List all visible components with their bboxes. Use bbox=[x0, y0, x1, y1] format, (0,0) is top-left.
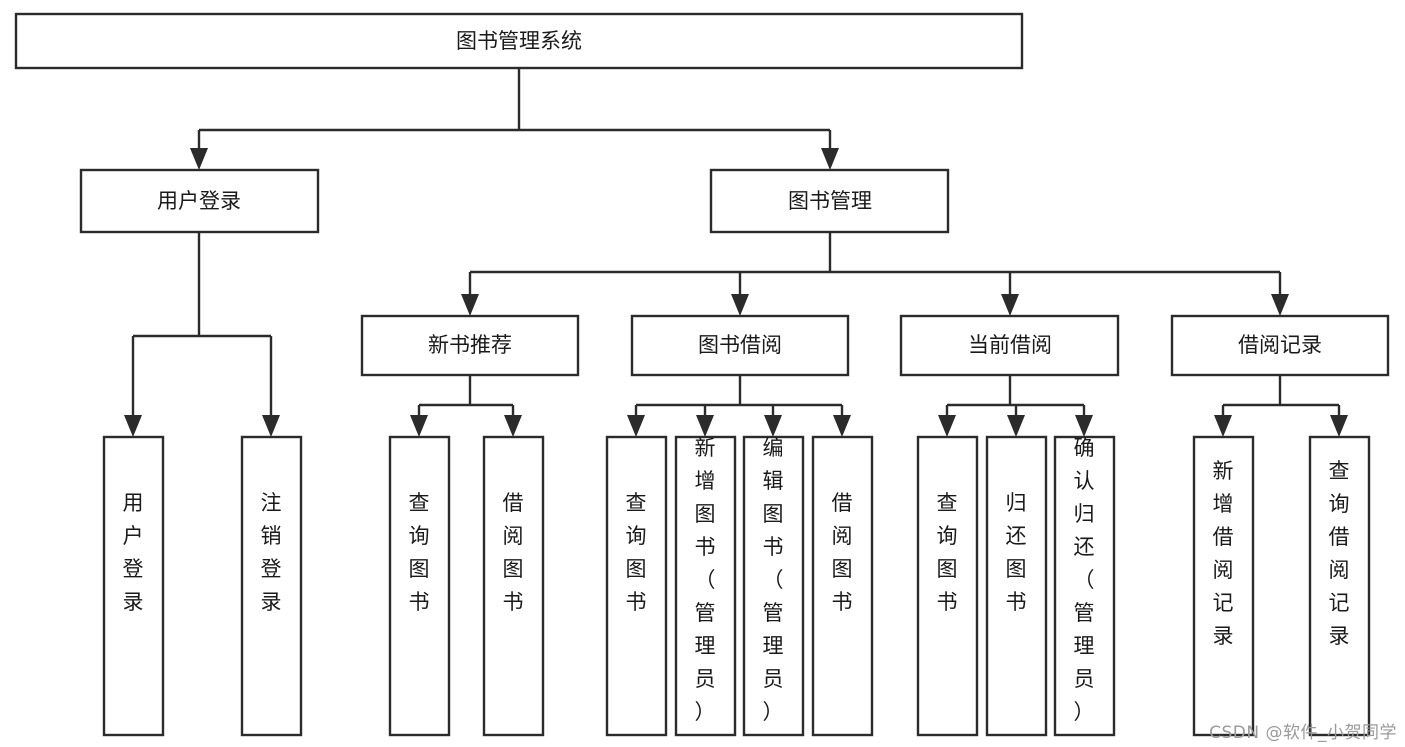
leaf-current-borrow-0-label: 查询图书 bbox=[937, 491, 958, 614]
leaf-borrow-book-3-label: 借阅图书 bbox=[832, 491, 853, 614]
leaf-current-borrow-2-box[interactable] bbox=[1053, 435, 1116, 737]
leaf-user-login-0-box[interactable] bbox=[102, 435, 165, 737]
leaf-borrow-record-1[interactable]: 查询借阅记录 bbox=[1308, 435, 1371, 737]
arrow-borrow-record-leaf-1 bbox=[1330, 415, 1348, 437]
leaf-current-borrow-0-box[interactable] bbox=[916, 435, 979, 737]
arrow-to-current-borrow bbox=[1001, 294, 1019, 316]
node-borrow-record[interactable]: 借阅记录 bbox=[1170, 314, 1390, 377]
leaf-user-login-1-label: 注销登录 bbox=[261, 491, 282, 614]
leaf-borrow-book-2-label: 编辑图书（管理员） bbox=[763, 436, 784, 724]
arrow-to-new-book bbox=[461, 294, 479, 316]
node-book-borrow-label: 图书借阅 bbox=[698, 333, 782, 357]
leaf-borrow-record-1-box[interactable] bbox=[1308, 435, 1371, 737]
node-user-login-label: 用户登录 bbox=[157, 189, 241, 213]
leaf-borrow-book-2-box[interactable] bbox=[742, 435, 805, 737]
node-current-borrow-box[interactable] bbox=[899, 314, 1120, 377]
leaf-user-login-1-box[interactable] bbox=[240, 435, 303, 737]
node-current-borrow[interactable]: 当前借阅 bbox=[899, 314, 1120, 377]
arrow-root-to-book-mgmt bbox=[821, 148, 839, 170]
node-new-book-recommend-label: 新书推荐 bbox=[428, 333, 512, 357]
node-book-management-label: 图书管理 bbox=[788, 189, 872, 213]
leaf-borrow-book-0-label: 查询图书 bbox=[626, 491, 647, 614]
node-book-management[interactable]: 图书管理 bbox=[709, 168, 950, 234]
leaf-borrow-book-3-box[interactable] bbox=[811, 435, 874, 737]
leaf-new-book-1[interactable]: 借阅图书 bbox=[482, 435, 545, 737]
leaf-borrow-record-0-label: 新增借阅记录 bbox=[1213, 459, 1234, 648]
leaf-borrow-book-2[interactable]: 编辑图书（管理员） bbox=[742, 435, 805, 737]
leaf-new-book-0-label: 查询图书 bbox=[409, 491, 430, 614]
node-borrow-record-box[interactable] bbox=[1170, 314, 1390, 377]
leaf-user-login-0[interactable]: 用户登录 bbox=[102, 435, 165, 737]
leaf-new-book-0[interactable]: 查询图书 bbox=[388, 435, 451, 737]
leaf-user-login-0-label: 用户登录 bbox=[123, 491, 144, 614]
leaf-current-borrow-1[interactable]: 归还图书 bbox=[985, 435, 1048, 737]
arrow-current-borrow-leaf-2 bbox=[1075, 415, 1093, 437]
node-book-borrow[interactable]: 图书借阅 bbox=[630, 314, 850, 377]
leaf-current-borrow-2[interactable]: 确认归还（管理员） bbox=[1053, 435, 1116, 737]
leaf-new-book-1-box[interactable] bbox=[482, 435, 545, 737]
node-book-borrow-box[interactable] bbox=[630, 314, 850, 377]
leaf-borrow-book-1-label: 新增图书（管理员） bbox=[695, 436, 716, 724]
node-user-login[interactable]: 用户登录 bbox=[79, 168, 320, 234]
arrow-borrow-record-leaf-0 bbox=[1214, 415, 1232, 437]
arrow-borrow-book-leaf-2 bbox=[764, 415, 782, 437]
node-book-management-box[interactable] bbox=[709, 168, 950, 234]
node-current-borrow-label: 当前借阅 bbox=[968, 333, 1052, 357]
node-root-label: 图书管理系统 bbox=[456, 29, 582, 53]
arrow-user-login-leaf-0 bbox=[124, 415, 142, 437]
leaf-new-book-0-box[interactable] bbox=[388, 435, 451, 737]
leaf-borrow-record-1-label: 查询借阅记录 bbox=[1329, 459, 1350, 648]
leaf-borrow-record-0-box[interactable] bbox=[1192, 435, 1255, 737]
leaf-borrow-book-3[interactable]: 借阅图书 bbox=[811, 435, 874, 737]
leaf-current-borrow-0[interactable]: 查询图书 bbox=[916, 435, 979, 737]
leaf-user-login-1[interactable]: 注销登录 bbox=[240, 435, 303, 737]
arrow-to-borrow-record bbox=[1271, 294, 1289, 316]
arrow-borrow-book-leaf-0 bbox=[627, 415, 645, 437]
node-root[interactable]: 图书管理系统 bbox=[14, 12, 1024, 70]
leaf-borrow-book-0-box[interactable] bbox=[605, 435, 668, 737]
leaf-borrow-record-0[interactable]: 新增借阅记录 bbox=[1192, 435, 1255, 737]
leaf-borrow-book-1-box[interactable] bbox=[674, 435, 737, 737]
node-root-box[interactable] bbox=[14, 12, 1024, 70]
arrow-borrow-book-leaf-1 bbox=[696, 415, 714, 437]
leaf-borrow-book-0[interactable]: 查询图书 bbox=[605, 435, 668, 737]
arrow-borrow-book-leaf-3 bbox=[833, 415, 851, 437]
arrow-current-borrow-leaf-1 bbox=[1007, 415, 1025, 437]
arrow-new-book-leaf-0 bbox=[410, 415, 428, 437]
node-new-book-recommend[interactable]: 新书推荐 bbox=[360, 314, 580, 377]
edges-layer bbox=[124, 68, 1348, 437]
node-new-book-recommend-box[interactable] bbox=[360, 314, 580, 377]
node-user-login-box[interactable] bbox=[79, 168, 320, 234]
leaf-current-borrow-1-box[interactable] bbox=[985, 435, 1048, 737]
arrow-to-borrow-book bbox=[731, 294, 749, 316]
arrow-root-to-user-login bbox=[190, 148, 208, 170]
arrow-current-borrow-leaf-0 bbox=[938, 415, 956, 437]
leaf-current-borrow-1-label: 归还图书 bbox=[1006, 491, 1027, 614]
arrow-new-book-leaf-1 bbox=[504, 415, 522, 437]
leaf-current-borrow-2-label: 确认归还（管理员） bbox=[1074, 436, 1095, 724]
leaf-borrow-book-1[interactable]: 新增图书（管理员） bbox=[674, 435, 737, 737]
leaf-new-book-1-label: 借阅图书 bbox=[503, 491, 524, 614]
node-borrow-record-label: 借阅记录 bbox=[1238, 333, 1322, 357]
arrow-user-login-leaf-1 bbox=[262, 415, 280, 437]
